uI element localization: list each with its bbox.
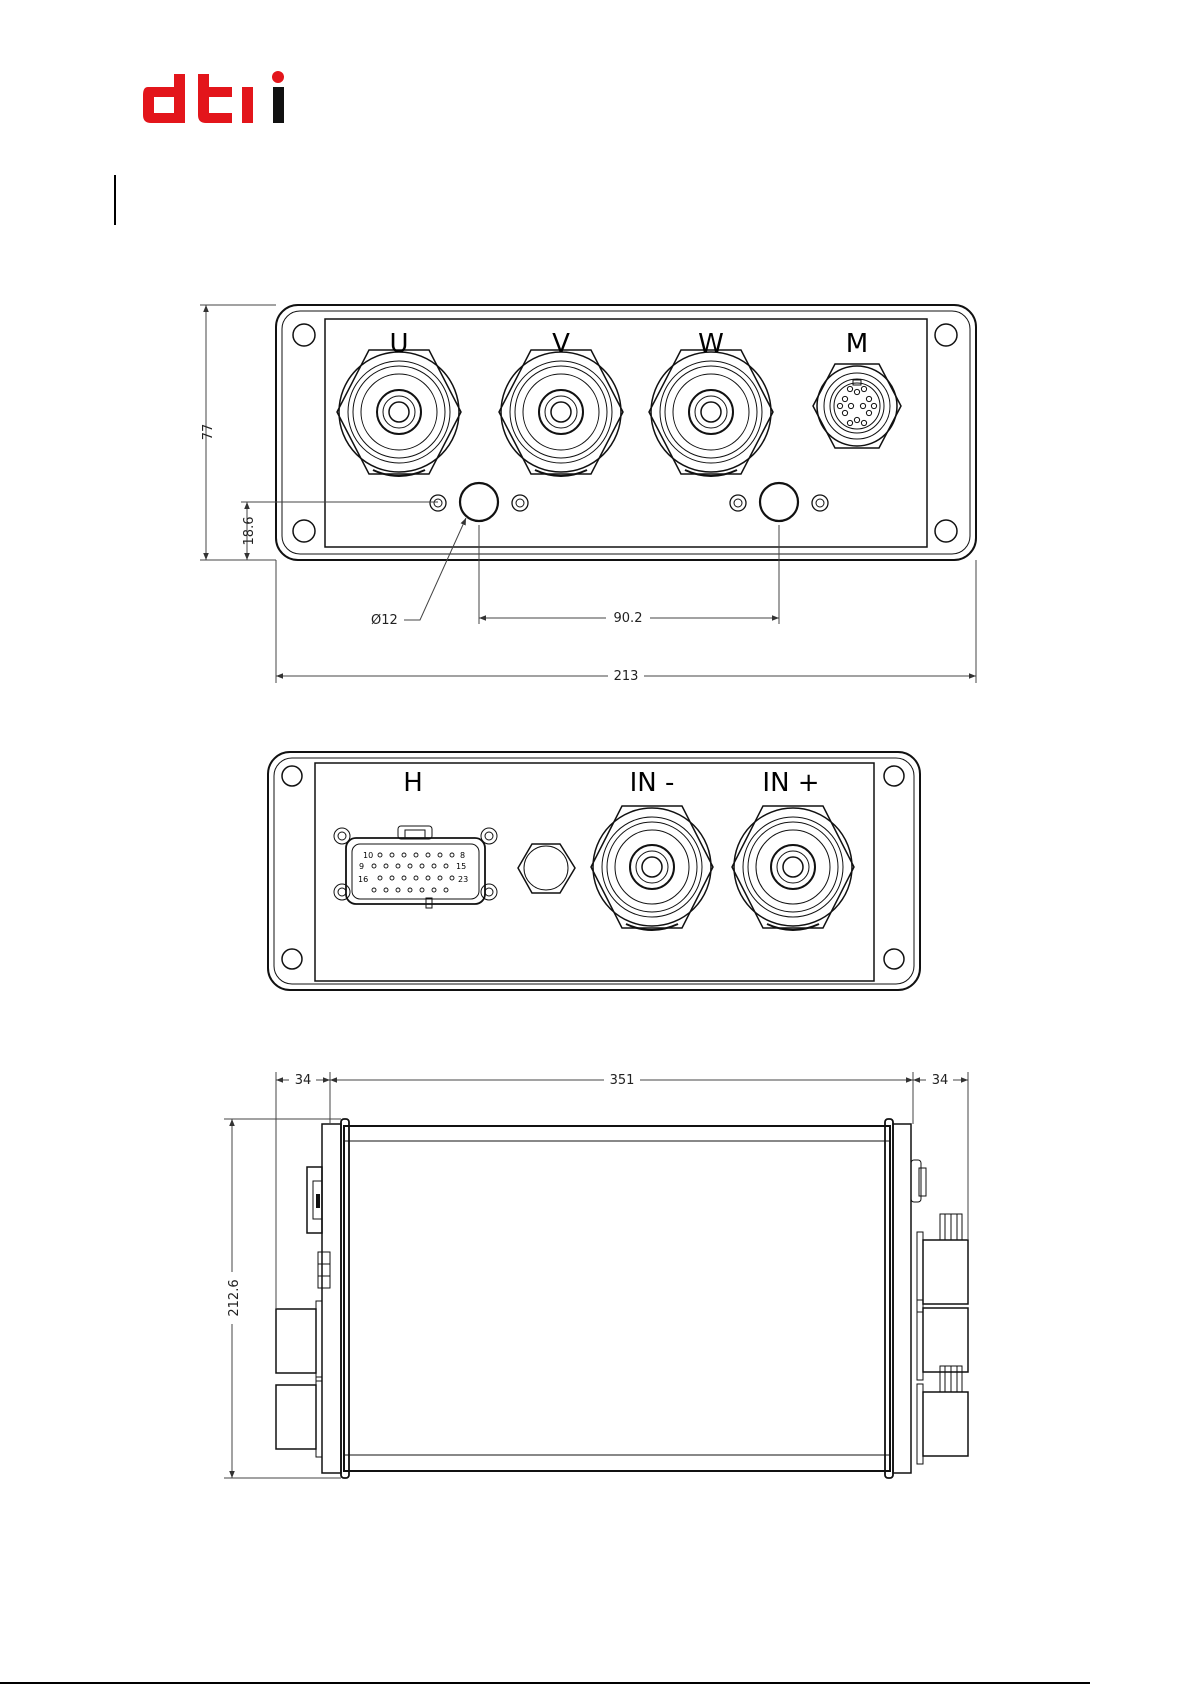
dim-right: 34 [932,1073,949,1088]
dti-logo [143,71,284,123]
dim-top-height: 212.6 [227,1279,242,1316]
label-h: H [403,768,423,798]
pin-label-10: 10 [363,851,373,860]
front-view: U V W M [276,305,976,560]
dim-length: 351 [610,1073,635,1088]
label-in-minus: IN - [630,768,675,798]
dim-spacing: 90.2 [614,611,643,626]
dim-offset: 18.6 [242,517,257,546]
label-v: V [552,329,570,359]
label-m: M [846,329,868,359]
pin-label-8: 8 [460,851,465,860]
connector-u [337,350,461,476]
connector-m [813,364,901,448]
blank-plug [518,844,575,893]
dim-left: 34 [295,1073,312,1088]
dim-width: 213 [614,669,639,684]
top-dimensions: 34 351 34 212.6 [224,1072,968,1478]
right-connectors [911,1160,968,1464]
connector-in-minus [591,806,713,930]
top-view [276,1119,968,1478]
connector-in-plus [732,806,854,930]
label-w: W [698,329,724,359]
connector-v [499,350,623,476]
label-in-plus: IN + [762,768,819,798]
dim-hole: Ø12 [371,613,398,628]
dti-logo-text: dti [0,0,2,1]
front-dimensions: 77 18.6 Ø12 90.2 213 [200,305,976,684]
pin-label-15: 15 [456,862,466,871]
rear-view: 10 8 9 15 16 23 H IN - IN + [268,752,920,990]
connector-h: 10 8 9 15 16 23 [334,826,497,908]
left-connectors [276,1167,330,1457]
label-u: U [389,329,408,359]
connector-w [649,350,773,476]
pin-label-9: 9 [359,862,364,871]
pin-label-23: 23 [458,875,468,884]
vent-holes [430,483,828,521]
pin-label-16: 16 [358,875,368,884]
dim-height: 77 [201,424,216,441]
